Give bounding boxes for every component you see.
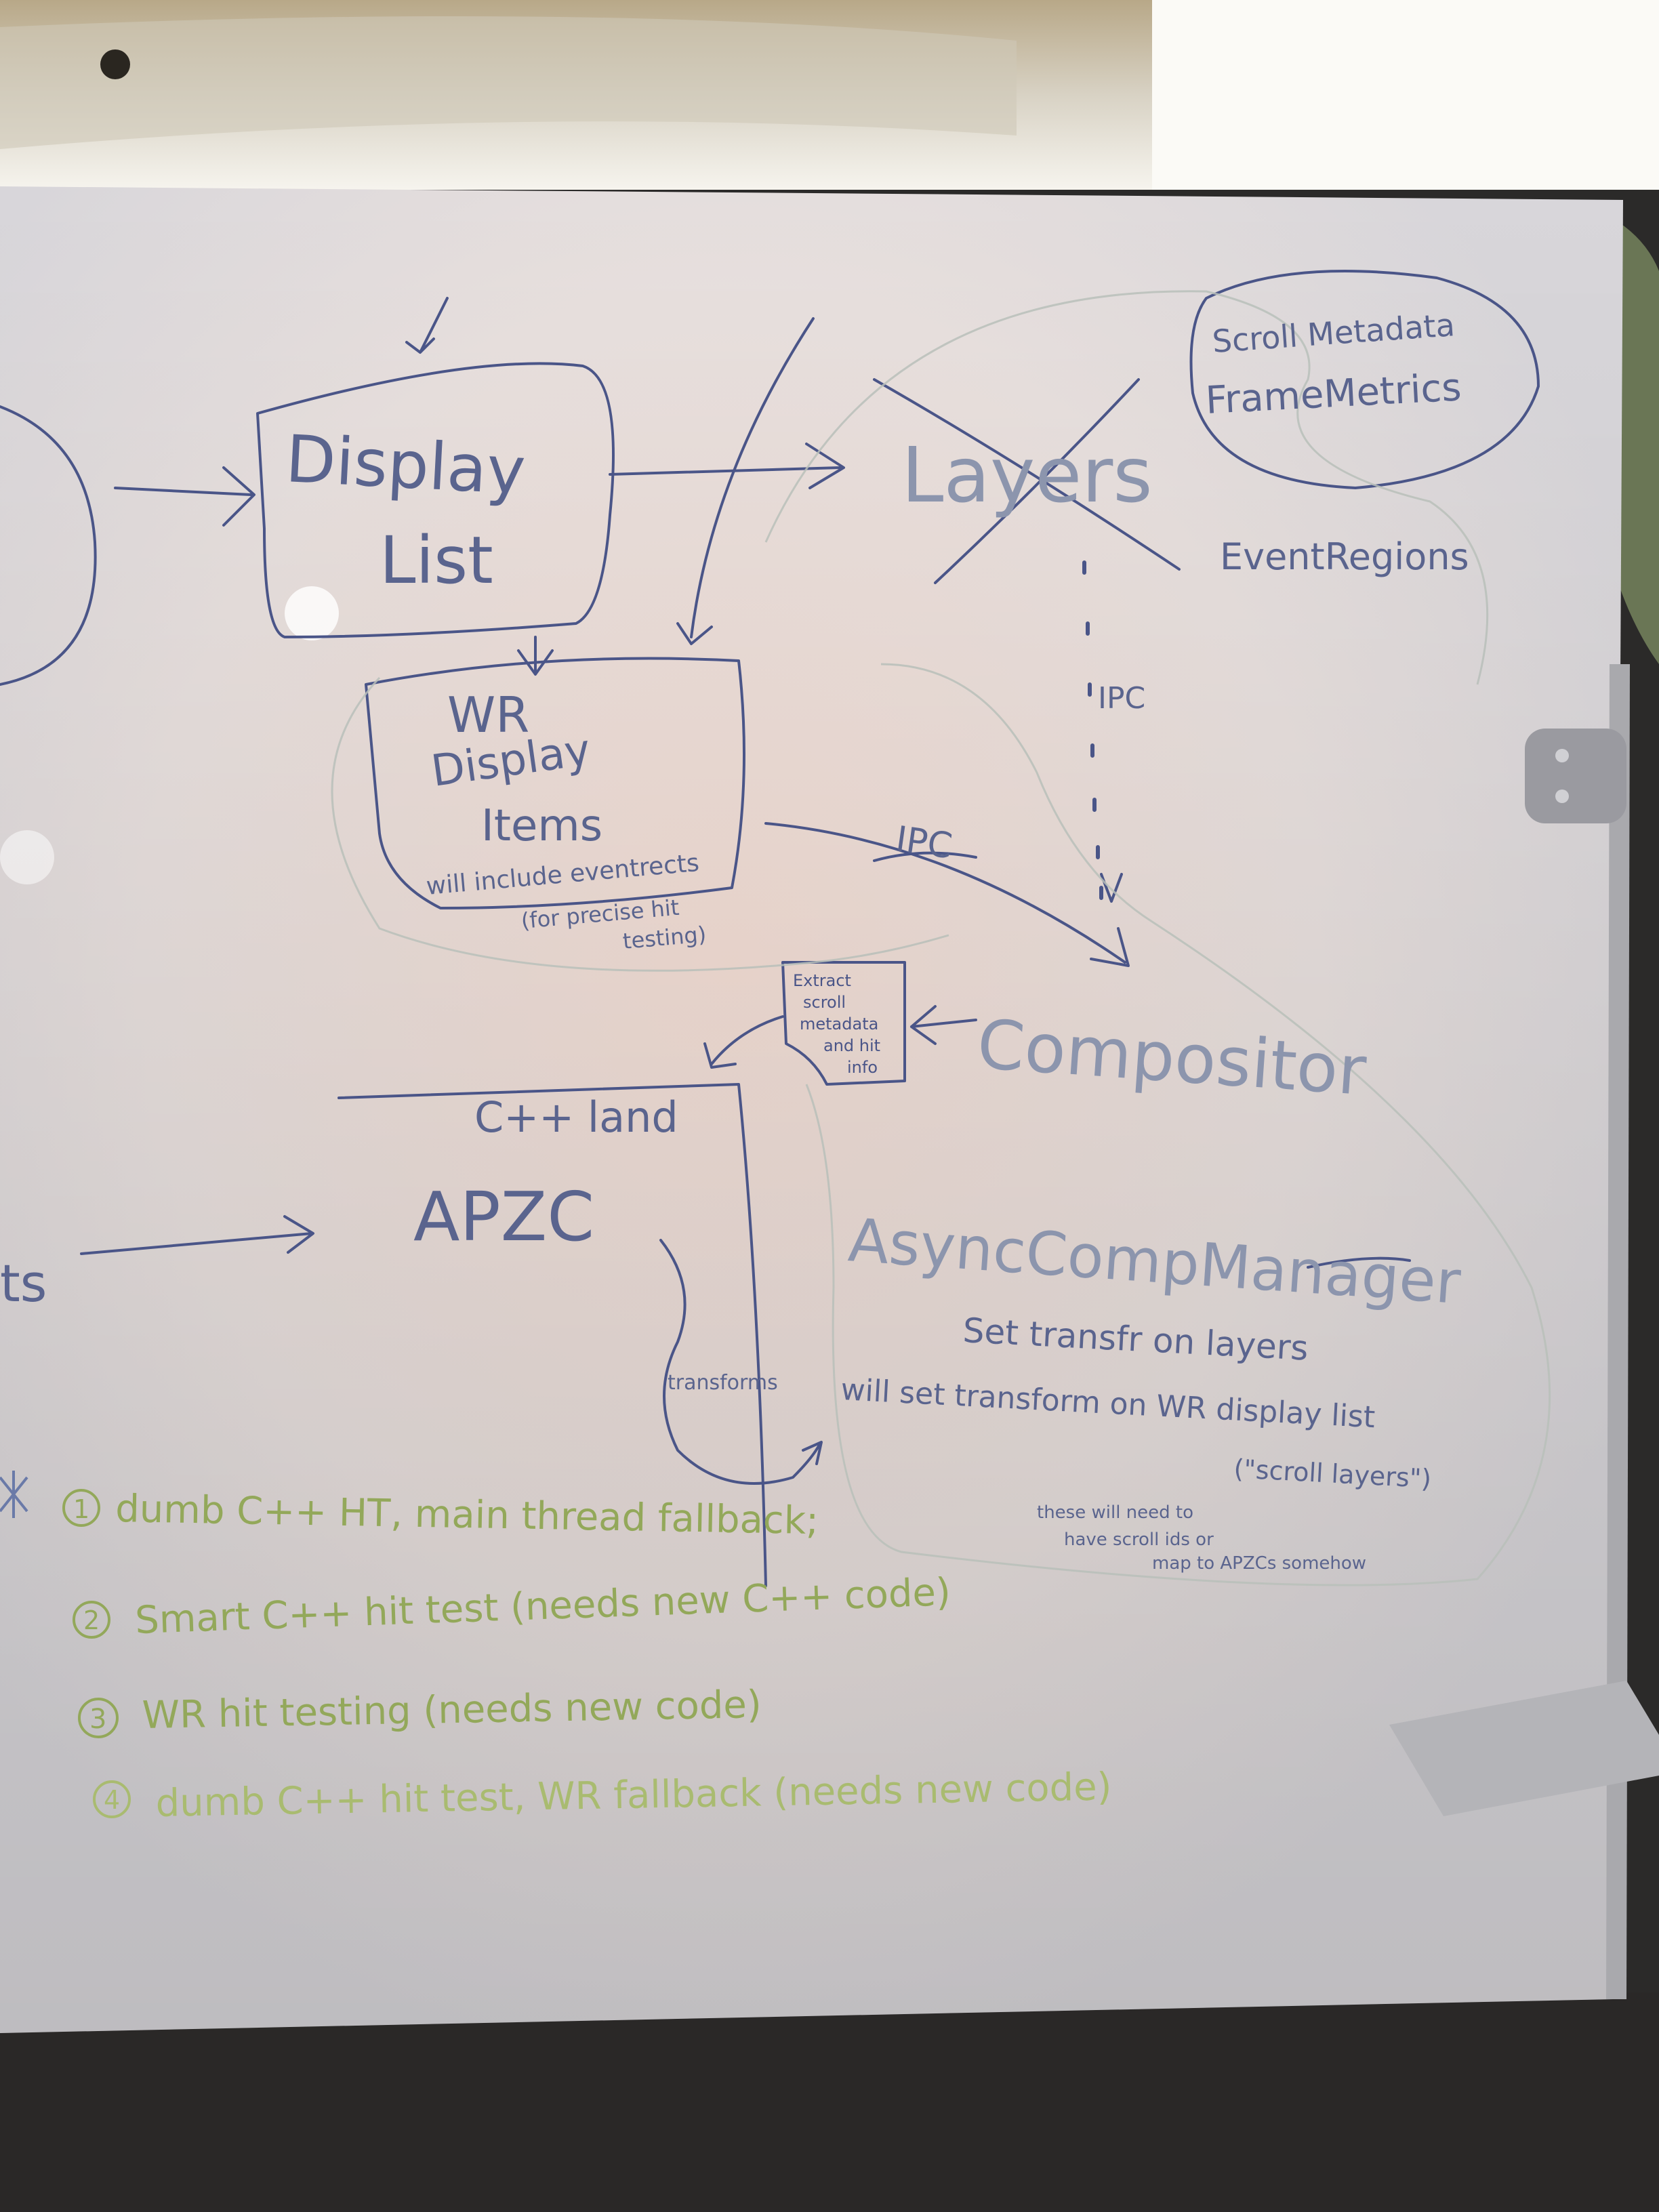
wr-items-label: Items <box>481 801 602 851</box>
option-4-number: 4 <box>104 1785 120 1815</box>
wr-display-items-box <box>365 657 745 909</box>
duct-hole <box>100 49 130 79</box>
board-frame <box>1606 664 1630 1999</box>
extract-note-4: and hit <box>823 1036 880 1055</box>
display-list-label-1: Display <box>284 421 527 509</box>
option-4-number-circle <box>93 1780 131 1818</box>
apzc-label: APZC <box>413 1177 594 1256</box>
extract-note-box <box>781 961 906 1086</box>
option-2-number-circle <box>73 1601 110 1639</box>
star-mark <box>0 1471 28 1518</box>
left-fragment-label: ts <box>0 1253 47 1313</box>
option-3-number-circle <box>78 1698 119 1738</box>
transforms-label: transforms <box>668 1371 778 1395</box>
scroll-metadata-ellipse <box>1189 270 1540 489</box>
layers-label: Layers <box>901 432 1153 520</box>
display-list-box <box>256 362 615 638</box>
async-comp-note-1: these will need to <box>1037 1502 1193 1523</box>
async-comp-note-2: have scroll ids or <box>1064 1530 1214 1550</box>
option-3-number: 3 <box>89 1704 106 1735</box>
floor <box>0 1992 1659 2212</box>
board-clip-top <box>1525 729 1626 823</box>
cross-out-mark <box>873 378 1181 584</box>
option-2-number: 2 <box>83 1605 100 1635</box>
extract-note-2: scroll <box>803 993 846 1012</box>
cpp-land-label: C++ land <box>474 1092 678 1142</box>
extract-note-3: metadata <box>800 1015 878 1033</box>
wr-label: WR <box>447 687 529 743</box>
extract-note-1: Extract <box>793 971 851 990</box>
marker-tray <box>1389 1681 1659 1816</box>
event-regions-label: EventRegions <box>1220 535 1469 578</box>
option-1-number-circle <box>62 1489 100 1527</box>
option-1-number: 1 <box>73 1494 89 1524</box>
display-list-label-2: List <box>380 523 493 598</box>
ipc-vertical-label: IPC <box>1098 681 1145 716</box>
cpp-land-divider <box>337 1083 767 1587</box>
extract-note-5: info <box>847 1058 878 1077</box>
option-3-text: WR hit testing (needs new code) <box>142 1683 762 1738</box>
ipc-diagonal-label: IPC <box>893 819 955 867</box>
async-comp-note-3: map to APZCs somehow <box>1152 1553 1366 1574</box>
